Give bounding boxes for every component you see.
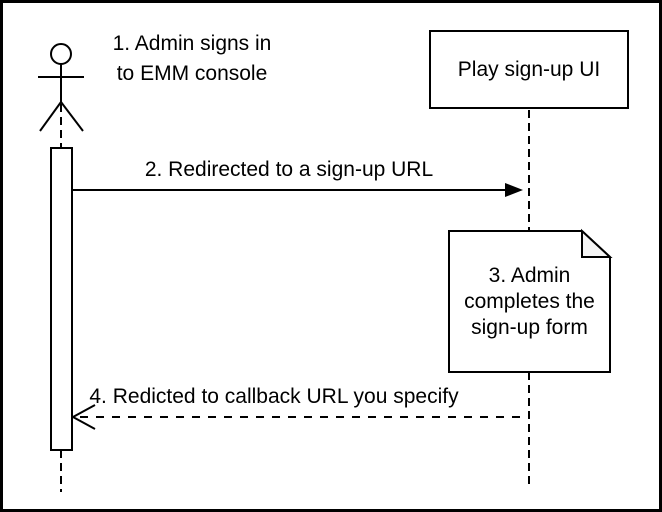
- play-signup-ui-box: Play sign-up UI: [429, 30, 629, 109]
- message-2-arrow: [72, 183, 523, 197]
- message-4-arrow: [70, 404, 529, 430]
- step-1-label: 1. Admin signs in to EMM console: [112, 32, 272, 85]
- note-shape: [448, 228, 613, 373]
- step-2-label: 2. Redirected to a sign-up URL: [144, 158, 434, 181]
- message-4-arrowhead: [70, 404, 96, 430]
- step-4-label: 4. Redicted to callback URL you specify: [89, 385, 459, 408]
- step-3-note-label: 3. Admin completes the sign-up form: [464, 263, 595, 339]
- note-fold: [581, 228, 613, 258]
- actor-icon: [38, 43, 84, 132]
- note-outline: [448, 230, 611, 373]
- play-box-label: Play sign-up UI: [457, 57, 601, 81]
- activation-bar: [50, 147, 73, 451]
- message-2-arrowhead: [505, 183, 523, 197]
